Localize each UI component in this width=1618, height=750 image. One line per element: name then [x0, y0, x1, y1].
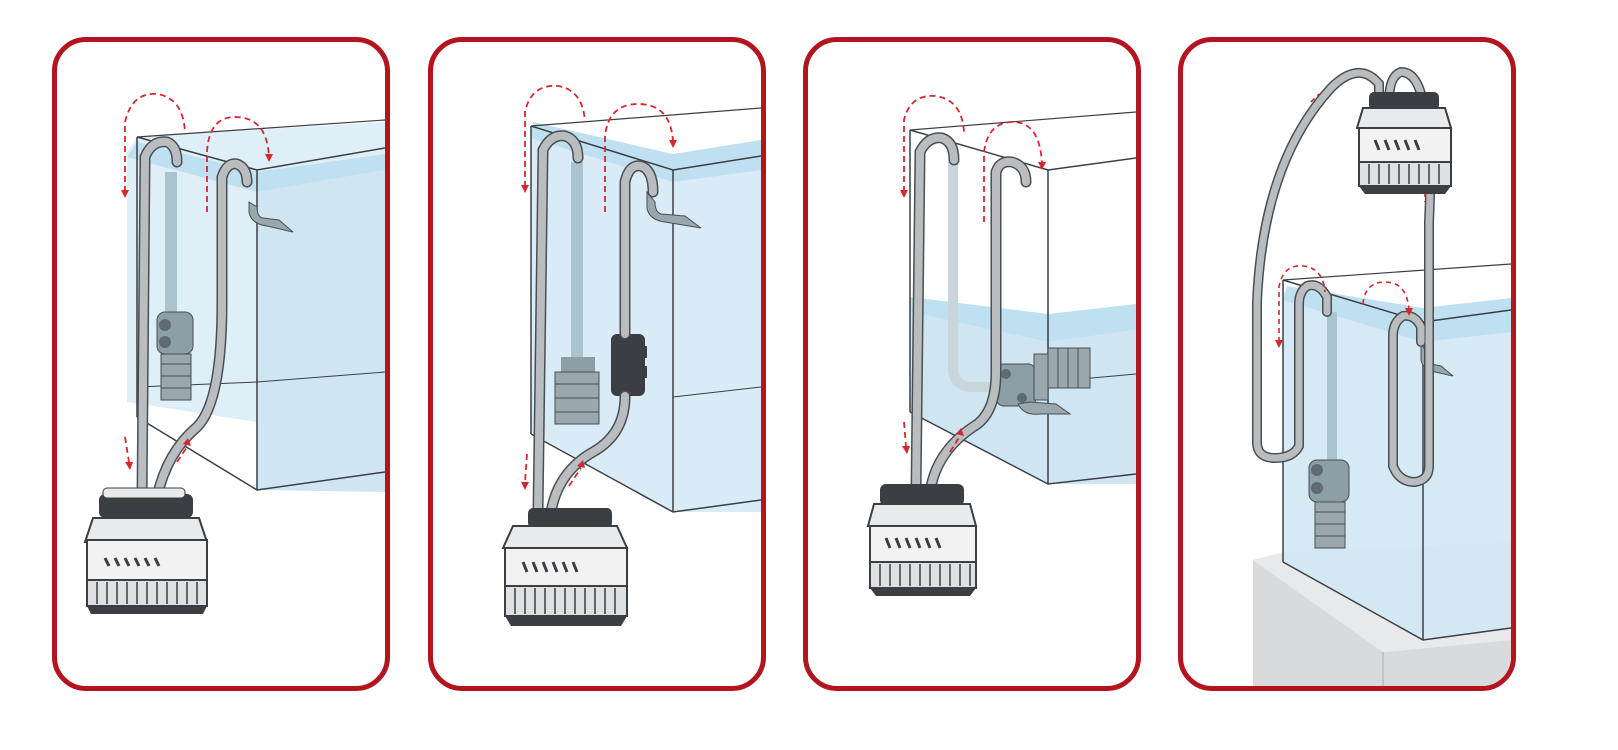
arrow-heads [521, 140, 677, 490]
submersible-pump-icon [156, 172, 194, 401]
flow-arrow-icon [903, 95, 1043, 453]
panel-filter-above-tank [1178, 37, 1516, 691]
hoses [136, 136, 253, 503]
arrow-heads [121, 154, 273, 470]
submersible-pump-icon [1308, 312, 1350, 549]
arrow-heads [900, 162, 1046, 454]
hoses [910, 132, 1032, 498]
flow-arrow-icon [524, 85, 674, 487]
panel-inline-heater [428, 37, 766, 691]
canister-filter-icon [1355, 92, 1453, 194]
canister-filter-icon [83, 487, 209, 614]
hoses [532, 130, 659, 518]
panel-horizontal-pump [803, 37, 1141, 691]
canister-filter-icon [501, 508, 629, 626]
panel-2-illustration [501, 85, 761, 626]
canister-filter-icon [866, 484, 978, 596]
hoses [1252, 66, 1436, 488]
panel-3-illustration [866, 95, 1136, 596]
spray-outlet-icon [248, 201, 294, 233]
spray-outlet-icon [1017, 401, 1072, 415]
panel-4-illustration [1252, 66, 1511, 686]
submersible-pump-icon [554, 162, 600, 425]
panel-1-illustration [83, 93, 385, 614]
submersible-pump-icon [948, 162, 1091, 407]
panel-filter-below-tank [52, 37, 390, 691]
arrow-heads [1275, 308, 1413, 348]
spray-outlet-icon [646, 190, 702, 229]
flow-arrow-icon [124, 93, 270, 463]
inline-heater-icon [611, 334, 647, 396]
